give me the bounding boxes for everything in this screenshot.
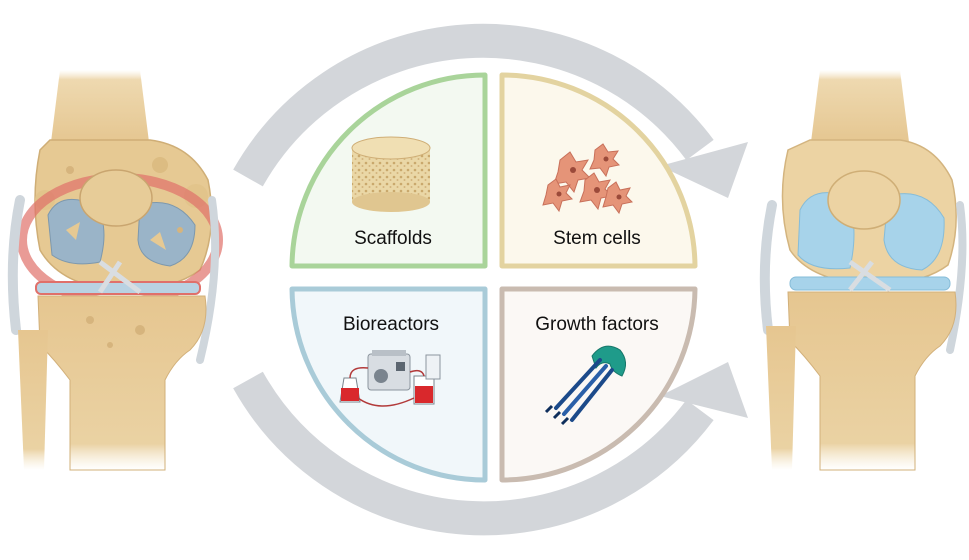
quadrant-bioreactors: Bioreactors (289, 286, 488, 483)
scaffold-icon (351, 136, 431, 212)
bottom-arrowhead (660, 362, 748, 418)
quadrant-scaffolds: Scaffolds (289, 72, 488, 269)
quadrant-growth-factors: Growth factors (499, 286, 698, 483)
top-arrow (233, 23, 714, 187)
growth-factors-icon (544, 345, 626, 426)
bioreactor-icon (339, 350, 441, 407)
quadrant-label-stem-cells: Stem cells (553, 228, 641, 249)
quadrant-label-growth-factors: Growth factors (535, 314, 659, 335)
quadrant-stem-cells: Stem cells (499, 72, 698, 269)
bottom-arrow (233, 371, 714, 536)
healthy-knee-icon (759, 70, 967, 471)
top-arrowhead (660, 142, 748, 198)
quadrant-label-bioreactors: Bioreactors (343, 314, 439, 335)
osteoarthritic-knee-icon (7, 70, 223, 471)
quadrant-label-scaffolds: Scaffolds (354, 228, 432, 249)
cycle-arrow-icon (233, 23, 748, 536)
stem-cells-icon (542, 143, 634, 215)
